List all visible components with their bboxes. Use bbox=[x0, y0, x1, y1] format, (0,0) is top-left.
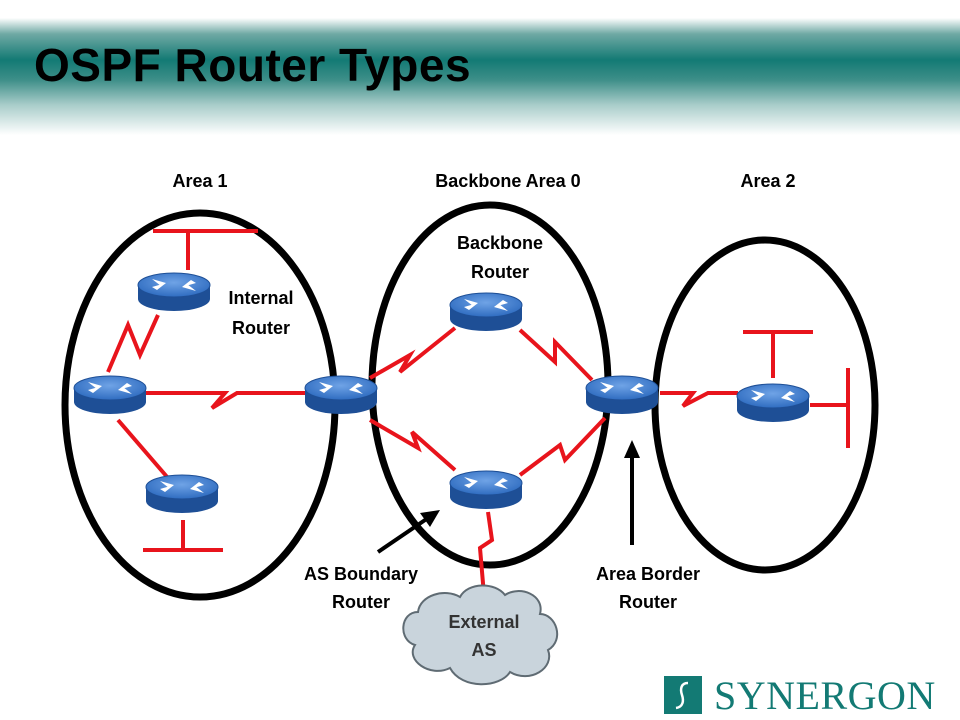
area1-label: Area 1 bbox=[172, 171, 227, 191]
area-border-router-2-icon bbox=[585, 375, 659, 415]
backbone-router-label-line2: Router bbox=[471, 262, 529, 282]
area2-label: Area 2 bbox=[740, 171, 795, 191]
external-as-label-line1: External bbox=[448, 612, 519, 632]
page-title: OSPF Router Types bbox=[34, 39, 472, 91]
area-border-router-label-line2: Router bbox=[619, 592, 677, 612]
area2-router-icon bbox=[736, 383, 810, 423]
network-links bbox=[106, 229, 850, 596]
as-boundary-router-label-line2: Router bbox=[332, 592, 390, 612]
header-band bbox=[0, 0, 960, 135]
internal-router-left-icon bbox=[73, 375, 147, 415]
synergon-logo-text: SYNERGON bbox=[714, 673, 936, 718]
external-as-label-line2: AS bbox=[471, 640, 496, 660]
external-as-cloud-icon bbox=[402, 584, 559, 686]
synergon-logo: SYNERGON bbox=[664, 674, 949, 718]
as-boundary-router-icon bbox=[449, 470, 523, 510]
internal-router-label-line2: Router bbox=[232, 318, 290, 338]
annotation-arrows bbox=[376, 440, 640, 554]
internal-router-label-line1: Internal bbox=[228, 288, 293, 308]
as-boundary-router-label-line1: AS Boundary bbox=[304, 564, 418, 584]
area-border-router-label-line1: Area Border bbox=[596, 564, 700, 584]
backbone-area-boundary bbox=[368, 201, 612, 569]
backbone-area-label: Backbone Area 0 bbox=[435, 171, 580, 191]
backbone-router-top-icon bbox=[449, 292, 523, 332]
internal-router-top-icon bbox=[137, 272, 211, 312]
internal-router-bottom-icon bbox=[145, 474, 219, 514]
synergon-logo-icon bbox=[664, 676, 702, 714]
backbone-router-label-line1: Backbone bbox=[457, 233, 543, 253]
area-border-router-1-icon bbox=[304, 375, 378, 415]
